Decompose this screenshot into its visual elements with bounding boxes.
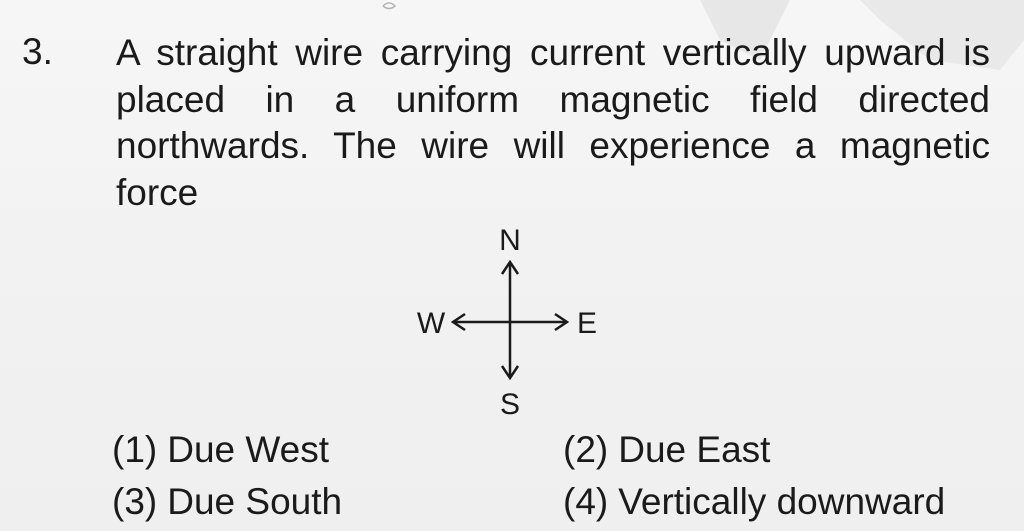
- option-1[interactable]: (1)Due West: [112, 428, 329, 472]
- compass-west-label: W: [417, 307, 446, 340]
- option-2-text: Due East: [618, 429, 771, 470]
- option-4[interactable]: (4)Vertically downward: [563, 480, 945, 524]
- option-3-text: Due South: [167, 481, 343, 522]
- west-arrowhead: [450, 312, 466, 332]
- south-arrowhead: [500, 365, 520, 381]
- option-3[interactable]: (3)Due South: [112, 480, 342, 524]
- question-number: 3.: [22, 31, 53, 72]
- option-2[interactable]: (2)Due East: [563, 428, 770, 472]
- east-arrowhead: [554, 312, 570, 332]
- compass-north-label: N: [499, 224, 521, 257]
- option-3-number: (3): [112, 481, 158, 522]
- compass-east-label: E: [577, 307, 597, 340]
- question-text: A straight wire carrying current vertica…: [116, 32, 990, 213]
- compass-diagram: N S W E: [405, 212, 615, 422]
- north-arrowhead: [500, 259, 520, 275]
- option-2-number: (2): [563, 429, 609, 470]
- compass-svg: N S W E: [417, 224, 597, 421]
- option-4-number: (4): [563, 481, 609, 522]
- compass-south-label: S: [500, 388, 520, 421]
- option-1-number: (1): [112, 429, 158, 470]
- option-4-text: Vertically downward: [618, 481, 946, 522]
- option-1-text: Due West: [167, 429, 330, 470]
